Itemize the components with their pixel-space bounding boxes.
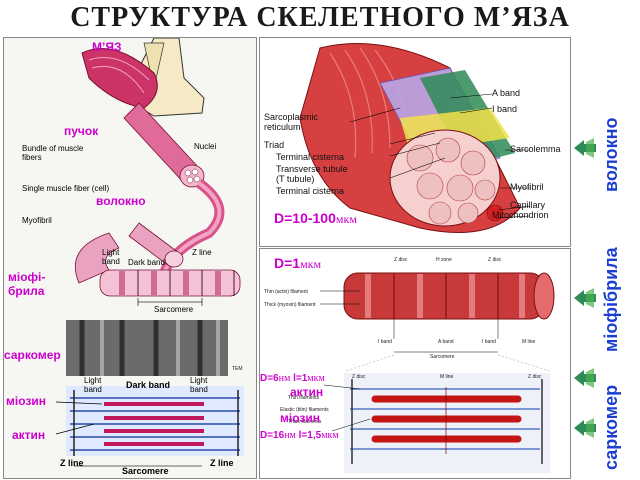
z-line-label-3: Z line — [210, 458, 234, 468]
bundle-label-en: Bundle of muscle fibers — [22, 144, 84, 162]
sarcolemma-label: Sarcolemma — [510, 144, 561, 154]
i-band-label: I band — [492, 104, 518, 114]
green-arrow-icon — [574, 368, 596, 388]
myosin-dimensions-label: D=16нм l=1,5мкм — [260, 430, 339, 441]
fiber-label-en: Single muscle fiber (cell) — [22, 184, 110, 193]
elastic-filaments-label: Elastic (titin) filaments — [280, 407, 329, 413]
a-band-label: A band — [438, 339, 454, 345]
thin-filaments-label: Thin filaments — [288, 395, 320, 401]
triad-label: Triad — [264, 140, 285, 150]
terminal-cisterna-label-2: Terminal cisterna — [276, 186, 345, 196]
bundle-label-ua: пучок — [64, 124, 99, 138]
myosin-label-ua: міозин — [6, 394, 46, 408]
myofibril-label-ua-2: брила — [8, 284, 45, 298]
side-label-fiber: волокно — [601, 117, 621, 192]
page-title: СТРУКТУРА СКЕЛЕТНОГО М’ЯЗА — [70, 2, 570, 33]
h-zone-label: H zone — [436, 257, 452, 263]
sarcoplasmic-label-2: reticulum — [264, 122, 301, 132]
sarcomere-label-ua: саркомер — [4, 348, 61, 362]
myofibril-filament-illustration — [320, 272, 555, 473]
fiber-label-ua: волокно — [96, 194, 146, 208]
dark-band-label: Dark band — [128, 258, 165, 267]
myosin-length-value: l=1,5 — [298, 430, 322, 441]
sarcomere-label-en: Sarcomere — [154, 305, 194, 314]
capillary-label: Capillary — [510, 200, 546, 210]
z-disc-label-4: Z disc — [528, 374, 542, 380]
tem-label: TEM — [232, 366, 243, 372]
left-panel-illustration — [55, 38, 244, 467]
green-arrow-icon — [574, 418, 596, 438]
thick-filament-label: Thick (myosin) filament — [264, 302, 316, 308]
fiber-diameter-unit: мкм — [335, 212, 357, 226]
a-band-label: A band — [492, 88, 521, 98]
myofibril-label: Myofibril — [510, 182, 544, 192]
actin-label-ua: актин — [12, 428, 46, 442]
side-label-myofibril: міофібрила — [601, 247, 621, 352]
myofibril-diameter-value: D=1 — [274, 255, 301, 271]
green-arrow-icon — [574, 288, 596, 308]
i-band-label: I band — [378, 339, 392, 345]
side-label-sarcomere: саркомер — [601, 384, 621, 470]
myofibril-diameter-label: D=1мкм — [274, 255, 321, 272]
m-line-label: M line — [522, 339, 536, 345]
fiber-diameter-label: D=10-100мкм — [274, 210, 357, 227]
myofibril-diameter-unit: мкм — [300, 257, 322, 271]
fiber-diameter-value: D=10-100 — [274, 210, 336, 226]
mitochondrion-label: Mitochondrion — [492, 210, 549, 220]
light-band-label-3: Light band — [190, 376, 208, 394]
m-line-label-2: M line — [440, 374, 454, 380]
z-disc-label: Z disc — [394, 257, 408, 263]
myofibril-sarcomere-panel: D=1мкм Z disc H zone Z disc Thin (actin)… — [259, 248, 571, 479]
left-panel-hierarchy: М’ЯЗ пучок Bundle of muscle fibers Nucle… — [3, 37, 257, 479]
thin-filament-label: Thin (actin) filament — [264, 289, 308, 295]
light-band-label: Light band — [102, 248, 120, 266]
myofibril-label-ua-1: міофі- — [8, 270, 46, 284]
i-band-label-2: I band — [482, 339, 496, 345]
z-line-label-2: Z line — [60, 458, 84, 468]
green-arrow-icon — [574, 138, 596, 158]
transverse-tubule-label-2: (T tubule) — [276, 174, 315, 184]
myosin-label-ua: міозин — [280, 411, 320, 425]
myosin-length-unit: мкм — [321, 430, 339, 441]
myosin-diameter-value: D=16 — [260, 430, 285, 441]
actin-diameter-value: D=6 — [260, 373, 279, 384]
fiber-cross-section-illustration — [299, 43, 531, 233]
sarcomere-label-2: Sarcomere — [122, 466, 169, 476]
z-line-label: Z line — [192, 248, 212, 257]
sarcomere-label: Sarcomere — [430, 354, 455, 360]
z-disc-label-3: Z disc — [352, 374, 366, 380]
transverse-tubule-label-1: Transverse tubule — [276, 164, 348, 174]
actin-length-value: l=1 — [293, 373, 308, 384]
thick-filaments-label: Thick filaments — [288, 419, 322, 425]
dark-band-label-2: Dark band — [126, 380, 171, 390]
side-arrows — [574, 138, 596, 438]
z-disc-label-2: Z disc — [488, 257, 502, 263]
muscle-label: М’ЯЗ — [92, 40, 122, 54]
myofibril-label-en: Myofibril — [22, 216, 52, 225]
light-band-label-2: Light band — [84, 376, 102, 394]
terminal-cisterna-label-1: Terminal cisterna — [276, 152, 345, 162]
fiber-structure-panel: A band I band Sarcoplasmic reticulum Tri… — [259, 37, 571, 247]
sarcoplasmic-label-1: Sarcoplasmic — [264, 112, 319, 122]
actin-diameter-unit: нм — [278, 373, 291, 384]
actin-dimensions-label: D=6нм l=1мкм — [260, 373, 325, 384]
nuclei-label: Nuclei — [194, 142, 217, 151]
actin-label-ua: актин — [290, 385, 324, 399]
actin-length-unit: мкм — [307, 373, 325, 384]
myosin-diameter-unit: нм — [284, 430, 296, 441]
